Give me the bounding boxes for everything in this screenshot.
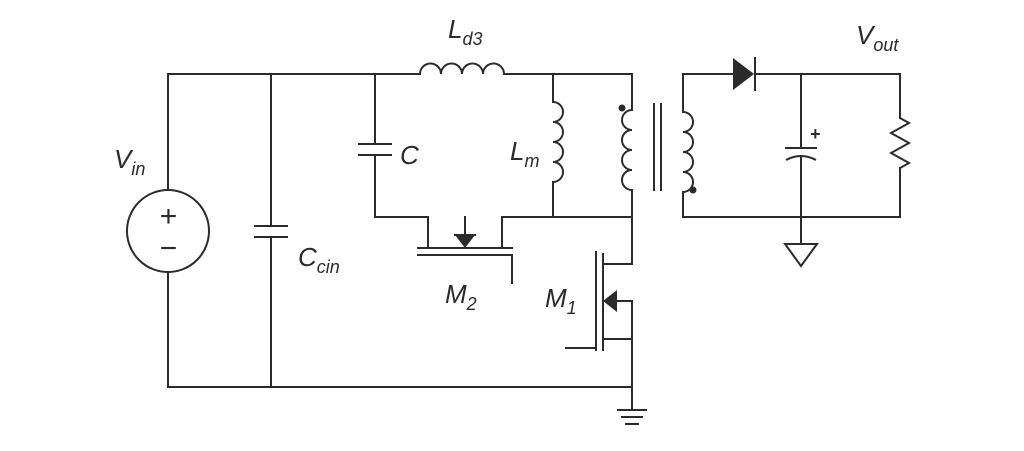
capacitor-plus-sign: +: [810, 124, 821, 144]
label-vout: Vout: [856, 20, 899, 55]
bottom-ground: [617, 409, 647, 425]
input-capacitor-ccin: [254, 225, 288, 238]
clamp-capacitor-c: [358, 73, 429, 218]
primary-polarity-dot: [618, 104, 626, 112]
label-vin: Vin: [114, 144, 145, 179]
label-m2: M2: [445, 279, 477, 314]
label-c: C: [400, 140, 419, 170]
switch-m2: [417, 216, 513, 284]
load-resistor: [682, 73, 912, 218]
input-loop-wires: [167, 73, 633, 388]
secondary-polarity-dot: [689, 186, 697, 194]
label-ld3: Ld3: [448, 14, 483, 49]
output-diode: [682, 57, 901, 91]
transformer-secondary: [682, 73, 697, 218]
output-capacitor: +: [785, 73, 821, 245]
label-lm: Lm: [510, 136, 539, 171]
output-ground: [783, 243, 819, 268]
source-plus-sign: +: [159, 200, 177, 233]
transformer-core: [653, 103, 662, 191]
label-ccin: Ccin: [298, 242, 340, 277]
label-m1: M1: [545, 283, 577, 318]
transformer-primary: [618, 73, 633, 265]
source-minus-sign: −: [159, 232, 177, 265]
input-voltage-source: + −: [126, 189, 210, 273]
leakage-inductor-ld3: [419, 62, 633, 75]
switch-m1: [565, 251, 633, 411]
magnetizing-inductor-lm: [501, 73, 633, 218]
